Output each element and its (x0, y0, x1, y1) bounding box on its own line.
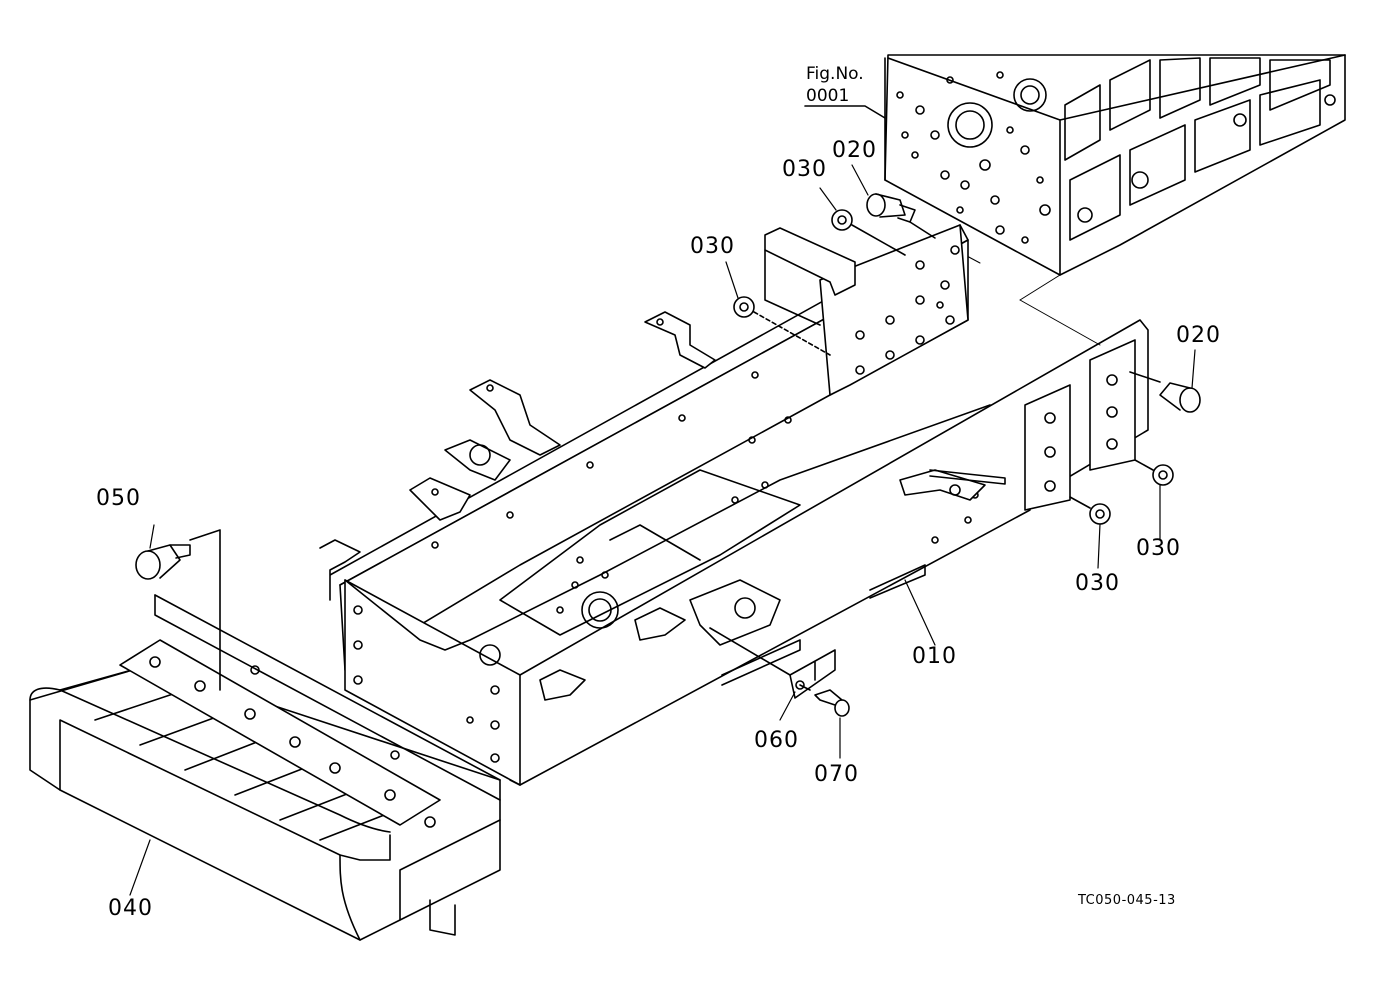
part-label-040: 040 (108, 896, 153, 921)
part-label-010: 010 (912, 644, 957, 669)
bolt-020-right (1129, 371, 1201, 413)
part-label-070: 070 (814, 762, 859, 787)
drawing-code: TC050-045-13 (1078, 893, 1176, 908)
bolt-070 (799, 684, 850, 717)
fig-ref-line1: Fig.No. (806, 64, 864, 84)
bolt-020-upper (866, 193, 936, 239)
part-label-030-right-b: 030 (1075, 571, 1120, 596)
part-label-060: 060 (754, 728, 799, 753)
fig-ref-label: Fig.No. 0001 (806, 63, 864, 107)
engine-connection-lines (964, 254, 1101, 346)
part-label-050: 050 (96, 486, 141, 511)
washer-030-right-a (1134, 459, 1174, 486)
fig-ref-leader (804, 105, 886, 119)
main-frame (319, 224, 1149, 786)
washer-030-upper (831, 209, 906, 256)
washer-030-mid (733, 296, 831, 356)
part-label-030-right-a: 030 (1136, 536, 1181, 561)
part-label-030-mid: 030 (690, 234, 735, 259)
engine-block (884, 54, 1346, 276)
part-label-030-upper: 030 (782, 157, 827, 182)
step-box (29, 594, 501, 941)
bolt-050 (135, 529, 221, 691)
part-label-020-right: 020 (1176, 323, 1221, 348)
fig-ref-line2: 0001 (806, 86, 850, 107)
label-leaders (129, 164, 1196, 896)
washer-030-right-b (1069, 496, 1111, 525)
part-label-020-upper: 020 (832, 138, 877, 163)
